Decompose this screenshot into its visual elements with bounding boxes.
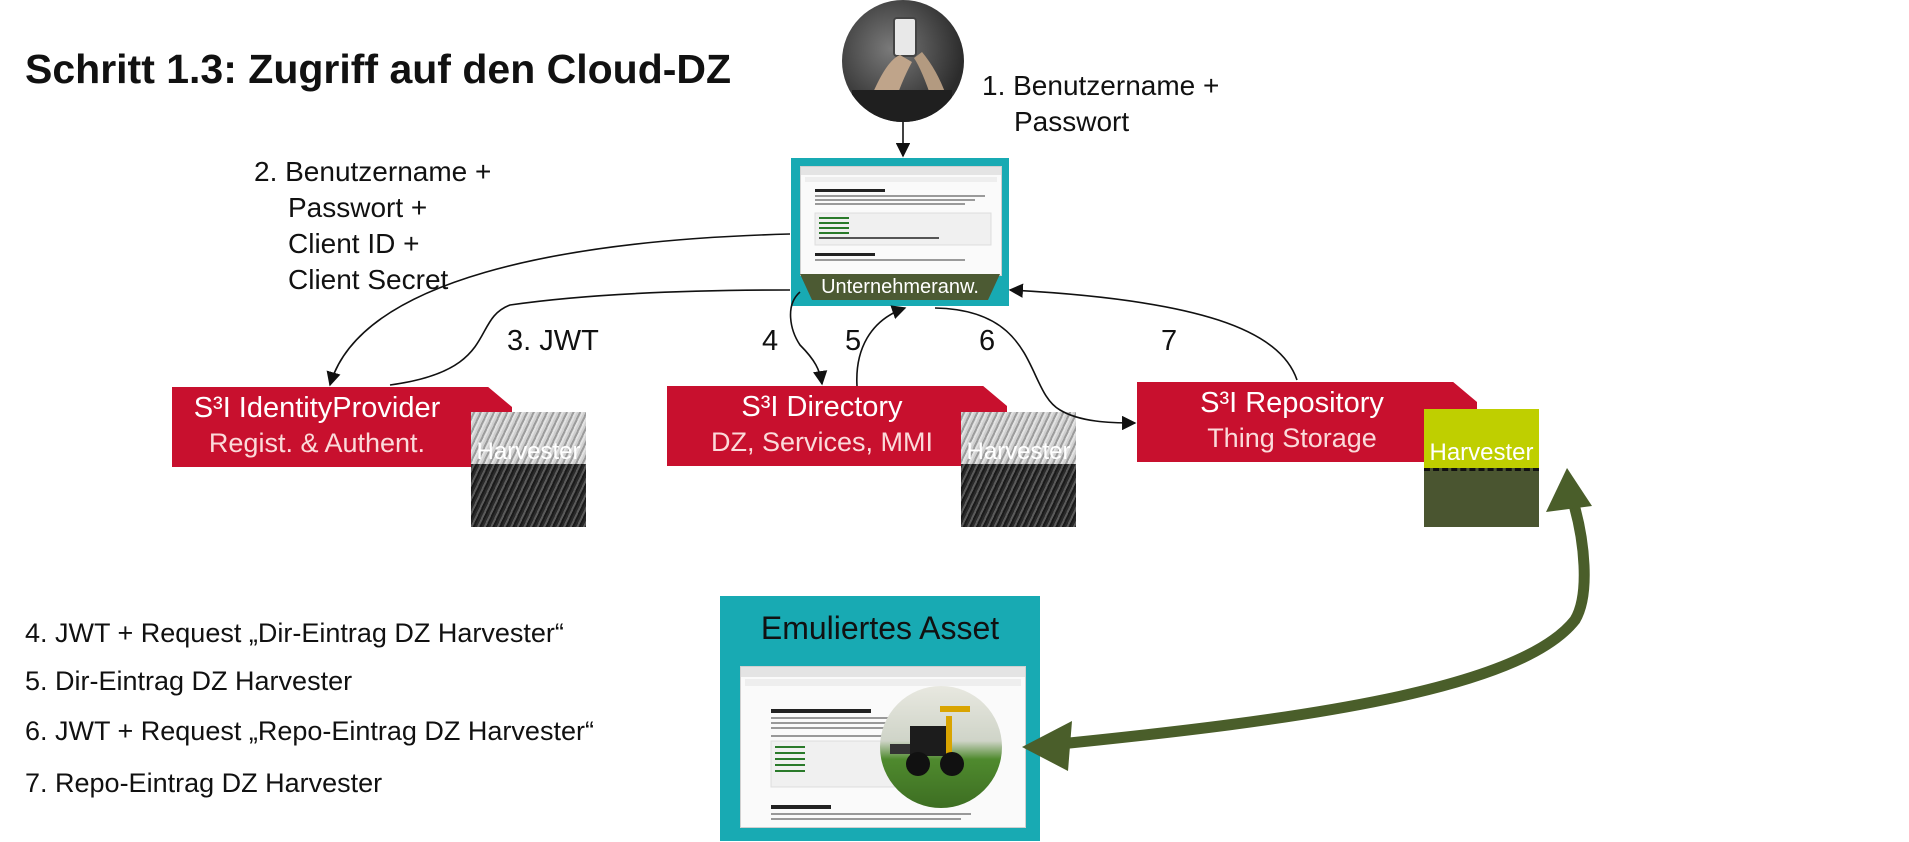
- step2-line2: Passwort +: [288, 192, 428, 223]
- asset-photo: [880, 686, 1002, 808]
- arrow-number-4: 4: [762, 325, 779, 357]
- asset-title: Emuliertes Asset: [760, 610, 1000, 646]
- arrow-number-5: 5: [845, 325, 862, 357]
- step1-label: 1. Benutzername + Passwort: [982, 68, 1219, 140]
- arrow-number-6: 6: [979, 325, 996, 357]
- step2-line1: 2. Benutzername +: [254, 156, 492, 187]
- notebook-screenshot: [800, 166, 1002, 276]
- legend-item: 7. Repo-Eintrag DZ Harvester: [25, 768, 383, 798]
- arrow-step7: [1008, 283, 1298, 381]
- identity-provider-sub: Regist. & Authent.: [208, 428, 426, 458]
- legend-item: 5. Dir-Eintrag DZ Harvester: [25, 666, 353, 696]
- mini-tractor-icon: [890, 706, 970, 776]
- app-label: Unternehmeranw.: [821, 276, 979, 298]
- legend-item: 4. JWT + Request „Dir-Eintrag DZ Harvest…: [25, 618, 564, 648]
- app-label-banner: Unternehmeranw.: [800, 274, 1000, 300]
- app-box: Unternehmeranw.: [791, 158, 1009, 306]
- asset-box: Emuliertes Asset: [720, 596, 1040, 841]
- harvester-box-repository: Harvester: [1424, 409, 1539, 527]
- step1-line1: 1. Benutzername +: [982, 70, 1220, 101]
- harvester-label-directory: Harvester: [966, 438, 1071, 465]
- step2-line4: Client Secret: [288, 264, 449, 295]
- arrow-step5: [856, 305, 907, 387]
- notebook-preview-icon: [801, 167, 1001, 261]
- identity-provider-name: S³I IdentityProvider: [193, 392, 441, 424]
- harvester-label-idp: Harvester: [476, 438, 581, 465]
- identity-provider-box: S³I IdentityProvider Regist. & Authent.: [172, 387, 512, 467]
- harvester-sketch-idp: Harvester: [471, 412, 586, 527]
- repository-box: S³I Repository Thing Storage: [1137, 382, 1477, 462]
- directory-name: S³I Directory: [741, 391, 903, 423]
- asset-harvester-link: [1044, 492, 1590, 751]
- step2-label: 2. Benutzername + Passwort + Client ID +…: [254, 154, 491, 298]
- step2-line3: Client ID +: [288, 228, 420, 259]
- step1-line2: Passwort: [1014, 106, 1130, 137]
- harvester-label-repository: Harvester: [1429, 439, 1534, 466]
- harvester-sketch-directory: Harvester: [961, 412, 1076, 527]
- step3-label: 3. JWT: [507, 325, 599, 357]
- repository-sub: Thing Storage: [1207, 423, 1377, 453]
- harvester-arrowhead: [1546, 468, 1592, 512]
- legend-item: 6. JWT + Request „Repo-Eintrag DZ Harves…: [25, 716, 594, 746]
- user-photo: [842, 0, 964, 122]
- page-title: Schritt 1.3: Zugriff auf den Cloud-DZ: [25, 46, 732, 92]
- smartphone-user-icon: [852, 17, 952, 122]
- directory-box: S³I Directory DZ, Services, MMI: [667, 386, 1007, 466]
- directory-sub: DZ, Services, MMI: [710, 427, 933, 457]
- repository-name: S³I Repository: [1200, 387, 1384, 419]
- arrow-number-7: 7: [1161, 325, 1178, 357]
